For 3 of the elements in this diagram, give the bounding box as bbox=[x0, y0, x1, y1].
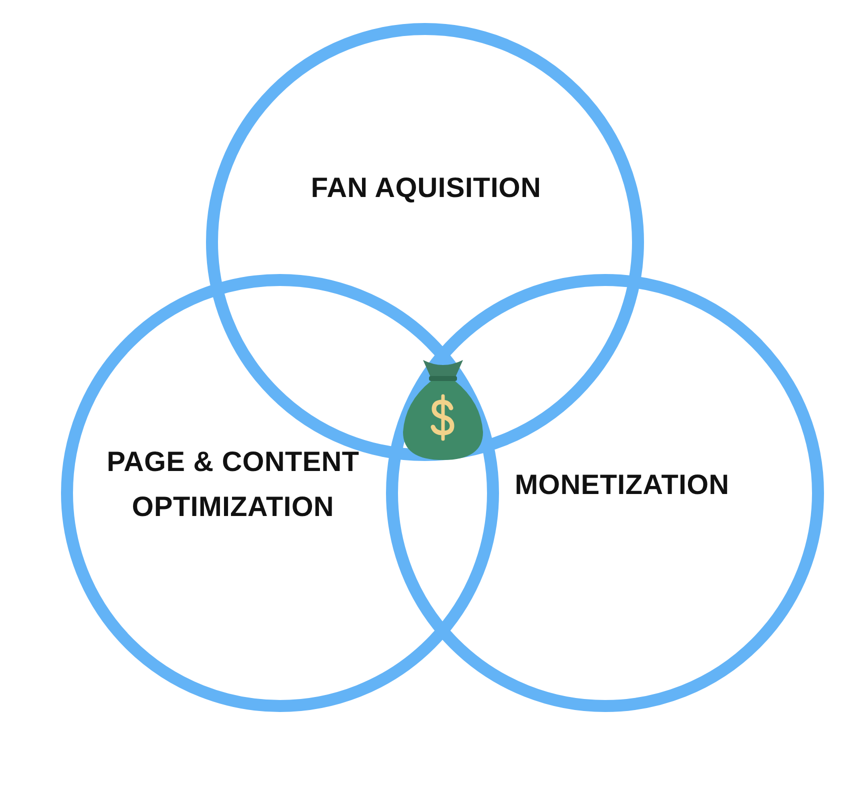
circle-label: MONETIZATION bbox=[514, 468, 730, 502]
circle-label: FAN AQUISITION bbox=[310, 171, 542, 205]
circle-label: PAGE & CONTENT OPTIMIZATION bbox=[106, 445, 360, 524]
